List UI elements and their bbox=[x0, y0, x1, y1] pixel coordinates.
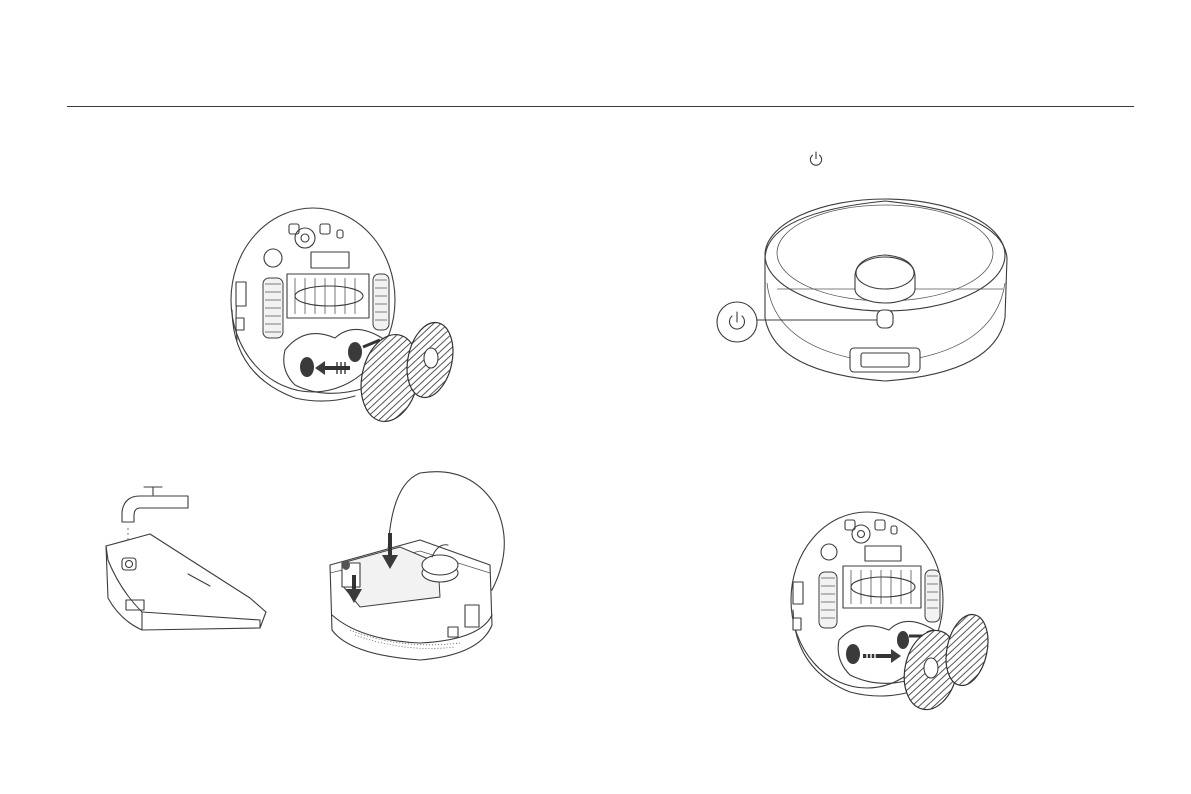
insert-water-tank-icon bbox=[320, 465, 520, 665]
power-icon bbox=[808, 150, 824, 168]
robot-top-power-button-icon bbox=[715, 193, 1015, 383]
robot-underside-remove-mop-icon bbox=[225, 200, 475, 430]
water-tank-tap-icon bbox=[100, 480, 275, 650]
top-divider bbox=[67, 106, 1134, 107]
robot-underside-attach-mop-icon bbox=[785, 500, 1005, 715]
